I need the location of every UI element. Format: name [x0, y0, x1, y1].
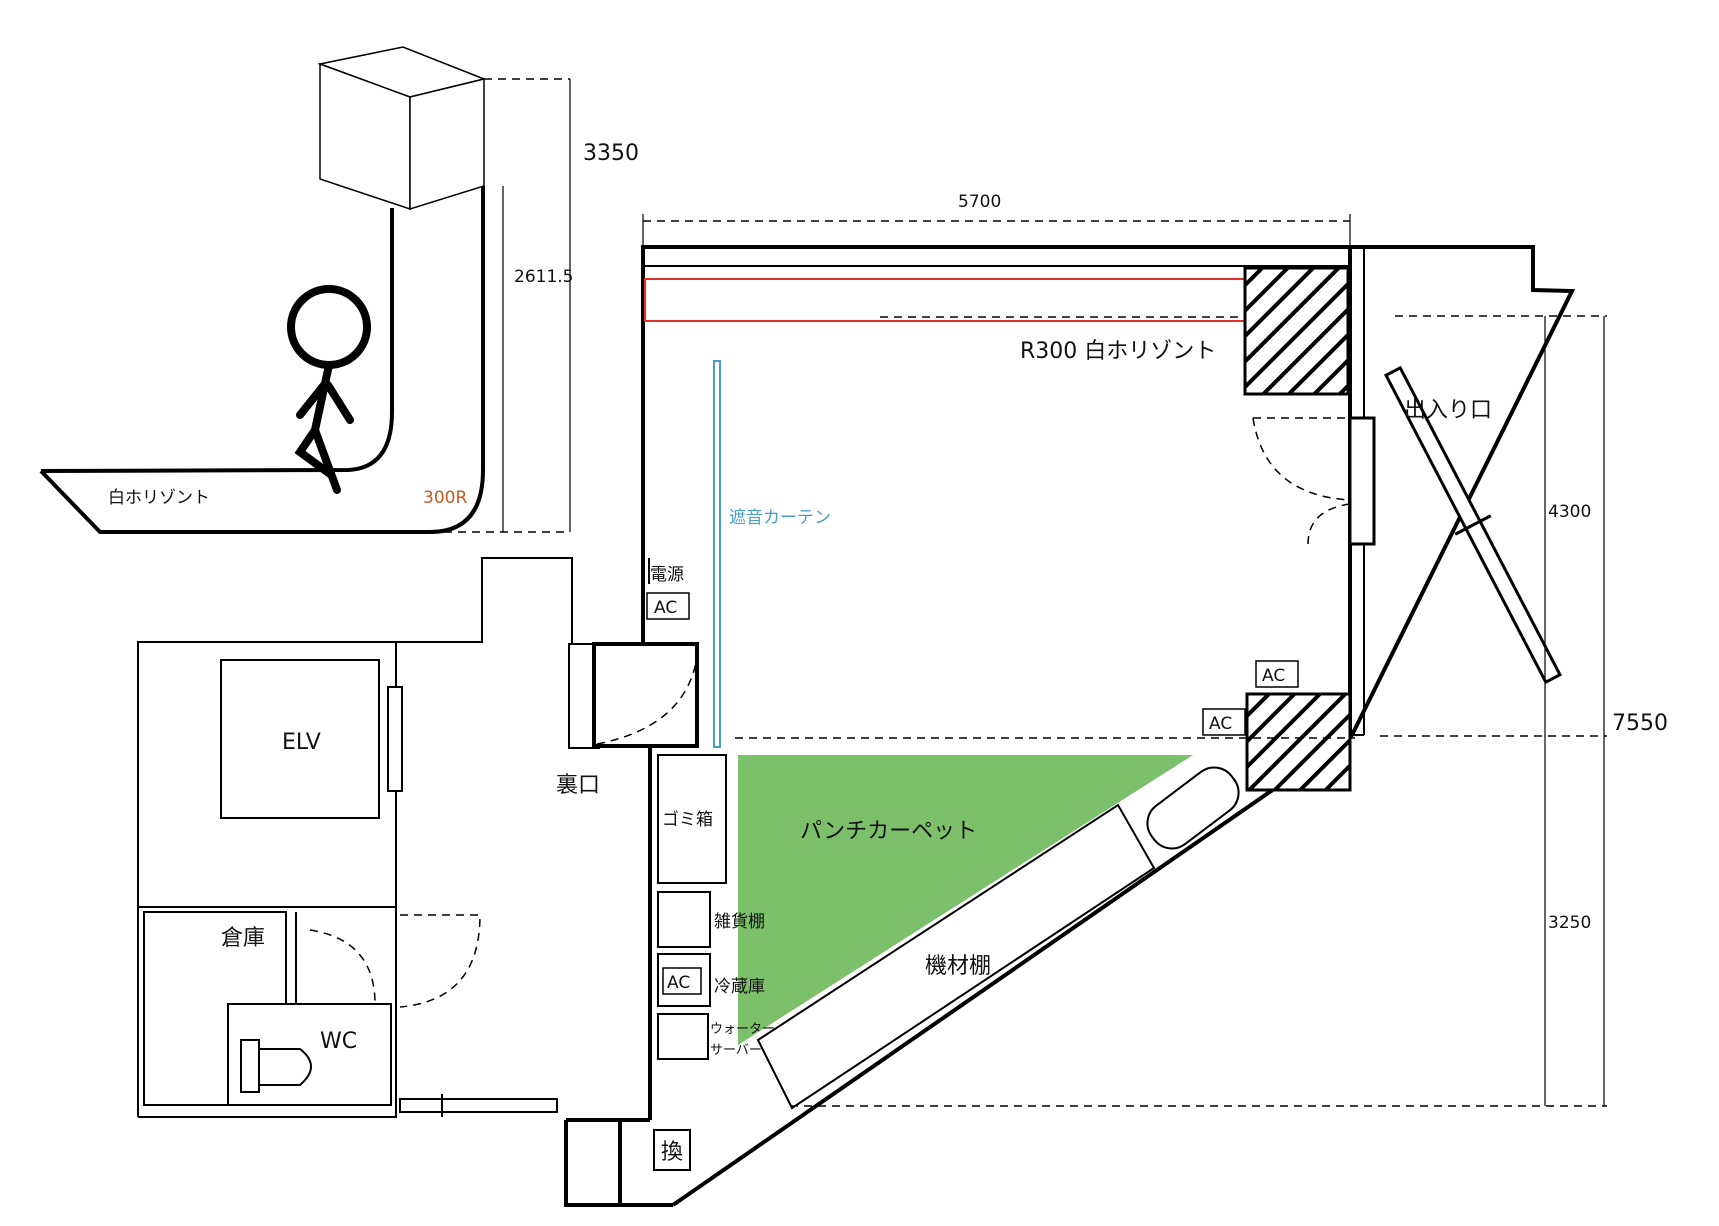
entrance-door-swing	[1252, 417, 1351, 545]
corridor-window[interactable]	[399, 1098, 558, 1113]
vent-box	[653, 1129, 691, 1171]
wc-door-swing	[309, 929, 376, 1005]
back-door-label: 裏口	[556, 773, 600, 798]
ac-label-right-top: AC	[1262, 666, 1285, 686]
water-label-1: ウォーター	[710, 1022, 775, 1037]
misc-shelf	[657, 891, 711, 948]
stick-figure-icon	[287, 285, 371, 494]
horizont-section-inset: 白ホリゾント 300R 3350 2611.5	[39, 46, 639, 534]
ac-unit-left	[646, 592, 690, 620]
back-door-swing	[596, 649, 699, 745]
dim-right-total: 7550	[1612, 711, 1668, 736]
ac-unit-right-low	[1202, 708, 1246, 736]
carpet-label: パンチカーペット	[800, 819, 977, 844]
labels: 5700 4300 3250 7550 R300 白ホリゾント 出入り口 遮音カ…	[221, 192, 1668, 1165]
storage-label: 倉庫	[221, 926, 265, 951]
corridor-bottom-wall	[564, 1118, 673, 1207]
entrance-wall-right	[671, 245, 1576, 1207]
studio-room	[641, 245, 1576, 1207]
sound-curtain[interactable]	[713, 360, 721, 748]
elevator-door[interactable]	[387, 686, 403, 792]
fridge-label: 冷蔵庫	[714, 977, 765, 997]
rounded-fixture	[1146, 766, 1240, 850]
back-door-leaf[interactable]	[592, 642, 699, 748]
entrance-label: 出入り口	[1404, 398, 1492, 423]
corridor-door-swing	[399, 914, 481, 1008]
dim-right-lower: 3250	[1548, 913, 1591, 933]
dim-right-upper: 4300	[1548, 502, 1591, 522]
trash-box	[657, 754, 727, 884]
shelf-label: 雑貨棚	[714, 912, 765, 932]
fridge-ac-label: AC	[667, 973, 690, 993]
water-label-2: サーバー	[710, 1043, 762, 1058]
horizont-curve-profile	[39, 186, 485, 534]
back-area-right-wall	[138, 642, 397, 1118]
equipment-shelf	[756, 803, 1156, 1110]
hatched-pillar-icon	[1245, 692, 1352, 792]
inset-dimension-lines	[430, 78, 571, 533]
vent-label: 換	[661, 1140, 683, 1165]
power-label: 電源	[650, 565, 684, 585]
elevator-label: ELV	[282, 730, 321, 755]
curtain-label: 遮音カーテン	[729, 508, 831, 528]
trash-label: ゴミ箱	[662, 809, 713, 830]
ac-label-left: AC	[654, 598, 677, 618]
elevator-box	[220, 659, 380, 819]
fridge-ac-box	[662, 967, 702, 995]
water-server	[657, 1013, 709, 1060]
dimension-lines	[642, 214, 1607, 1107]
inset-radius-label: 300R	[423, 488, 467, 508]
horizont-label: R300 白ホリゾント	[1020, 339, 1216, 364]
inset-height-wall: 2611.5	[514, 267, 573, 287]
dim-width-top: 5700	[958, 192, 1001, 212]
inset-horizont-label: 白ホリゾント	[108, 488, 210, 508]
equipment-label: 機材棚	[925, 954, 991, 979]
back-area	[137, 557, 699, 1207]
ac-unit-right-top	[1255, 660, 1299, 688]
hatched-pillar-icon	[1243, 266, 1350, 396]
diagonal-window[interactable]	[1375, 362, 1570, 687]
entrance-door-panel[interactable]	[1348, 416, 1376, 546]
toilet-icon	[240, 1039, 312, 1093]
light-box-side	[409, 78, 485, 211]
ac-label-right-low: AC	[1209, 714, 1232, 734]
punch-carpet-area	[738, 755, 1193, 1045]
wc-label: WC	[320, 1029, 357, 1054]
horizont-wall-band	[644, 278, 1246, 322]
inset-height-total: 3350	[583, 141, 639, 166]
